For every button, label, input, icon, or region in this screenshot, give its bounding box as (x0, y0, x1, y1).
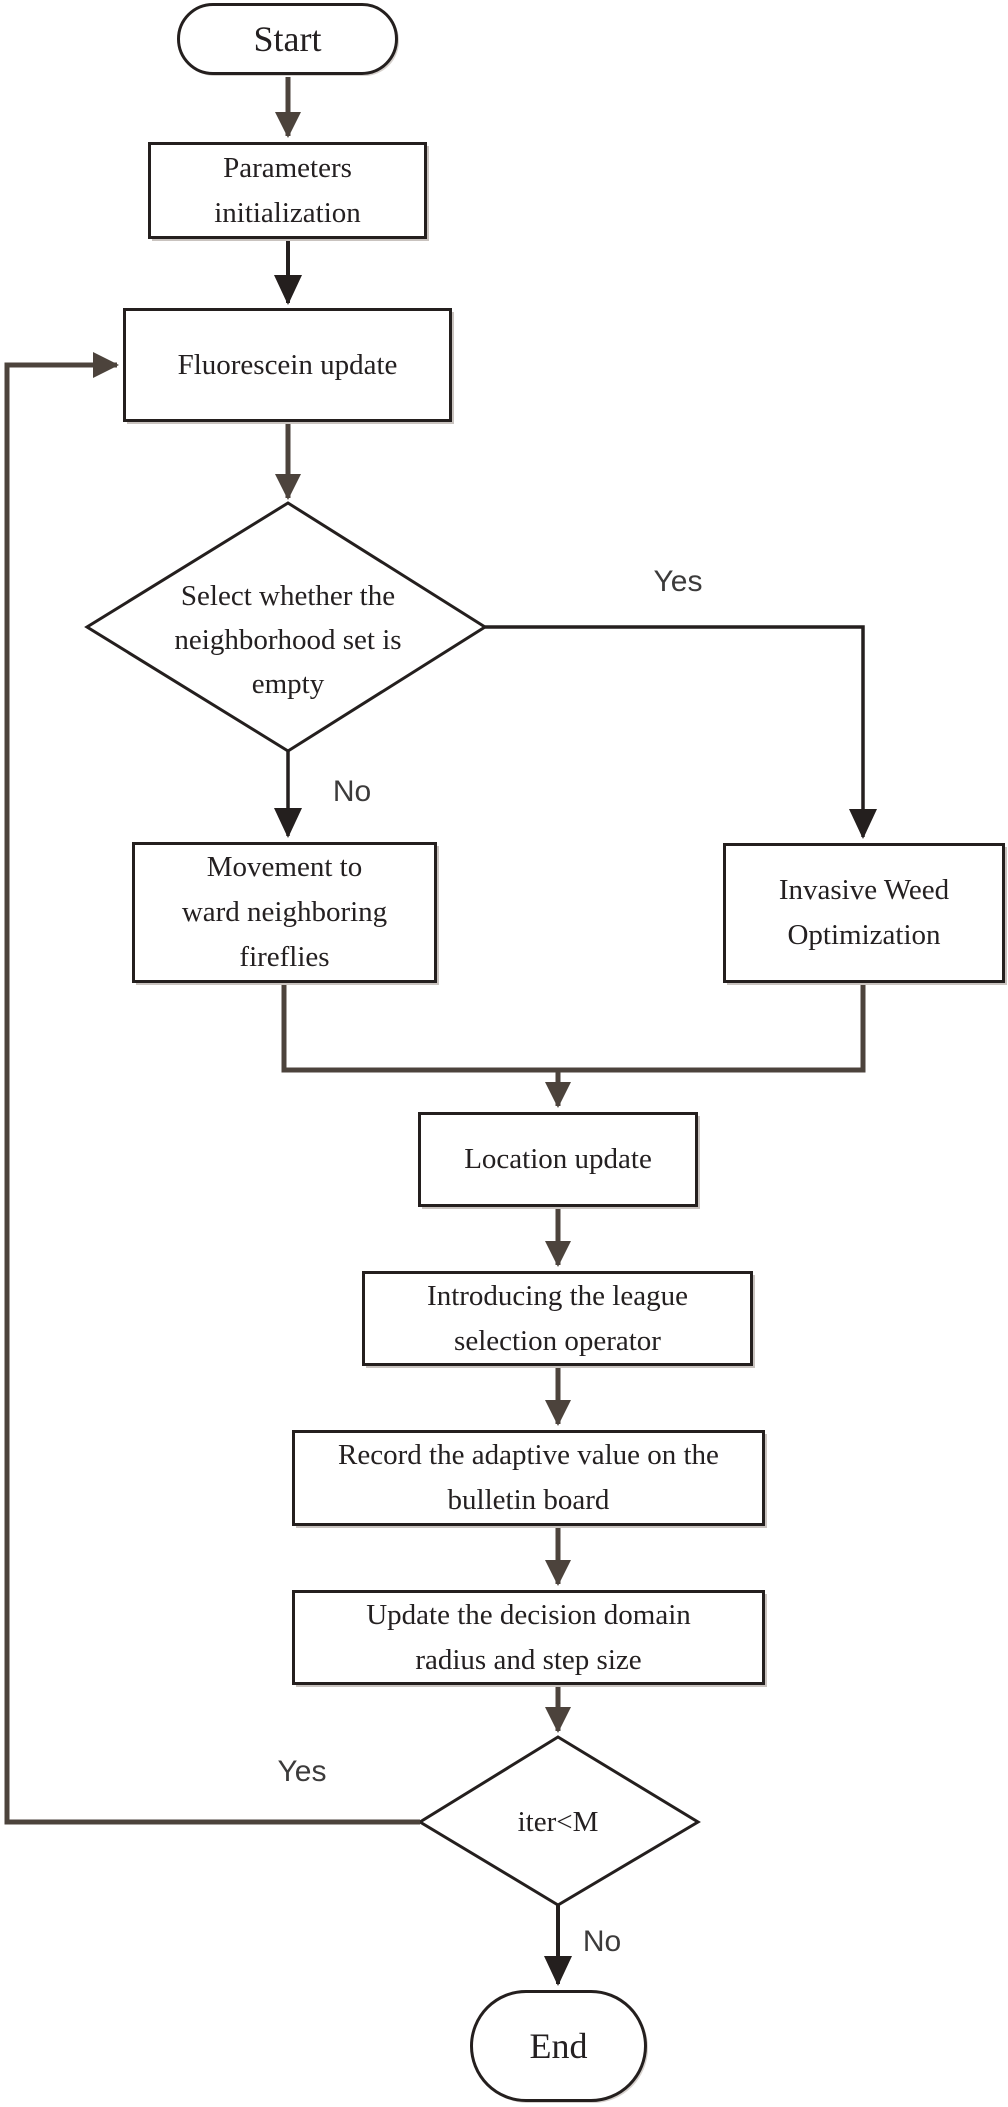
node-end: End (470, 1990, 647, 2102)
node-league-selection-operator: Introducing the league selection operato… (362, 1271, 753, 1366)
edge-label-neighborhood-no: No (332, 775, 372, 808)
node-iter-decision-label: iter<M (517, 1806, 599, 1838)
node-fluorescein-update: Fluorescein update (123, 308, 452, 422)
node-record-adaptive-value: Record the adaptive value on the bulleti… (292, 1430, 765, 1526)
node-start: Start (177, 3, 398, 75)
edge-decision-yes-to-iwo (485, 625, 877, 839)
node-neighborhood-decision-label: Select whether the neighborhood set is e… (174, 580, 402, 700)
edge-label-neighborhood-yes: Yes (653, 565, 703, 598)
edge-label-iter-yes: Yes (277, 1755, 327, 1788)
node-movement-toward-fireflies: Movement to ward neighboring fireflies (132, 842, 437, 983)
node-parameters-initialization: Parameters initialization (148, 142, 427, 239)
node-invasive-weed-optimization: Invasive Weed Optimization (723, 843, 1005, 983)
edge-iter-yes-loop-to-fluorescein (4, 352, 420, 1825)
edge-merge-bar (281, 983, 866, 1073)
edge-label-iter-no: No (582, 1925, 622, 1958)
node-location-update: Location update (418, 1112, 698, 1207)
node-update-decision-domain: Update the decision domain radius and st… (292, 1590, 765, 1685)
